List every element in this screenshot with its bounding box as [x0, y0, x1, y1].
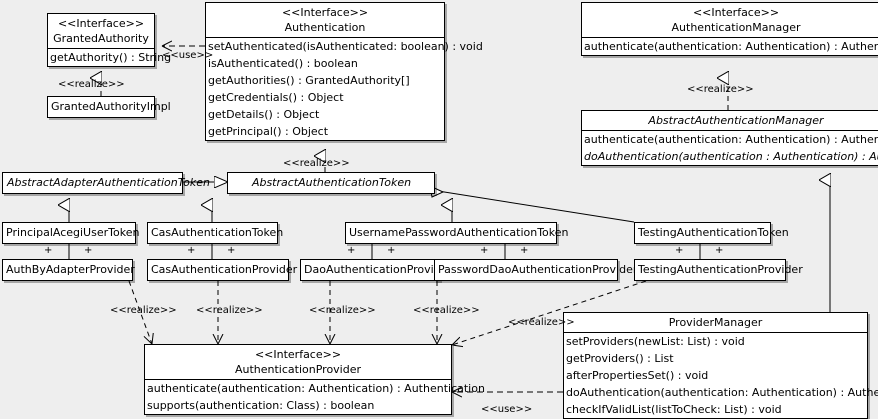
- operation-row: supports(authentication: Class) : boolea…: [147, 399, 375, 412]
- class-box-provider-manager[interactable]: ProviderManager setProviders(newList: Li…: [563, 312, 878, 419]
- compartment-divider: [582, 37, 878, 38]
- edge-label-realize-testing: <<realize>>: [508, 317, 575, 328]
- compartment-divider: [582, 130, 878, 131]
- class-box-principal-acegi-user-token[interactable]: PrincipalAcegiUserToken: [2, 222, 140, 244]
- operations-compartment-authentication: setAuthenticated(isAuthenticated: boolea…: [206, 38, 483, 140]
- multiplicity-plus: +: [715, 245, 724, 256]
- class-header-authentication: <<Interface>> Authentication: [206, 3, 444, 37]
- class-box-authentication-provider[interactable]: <<Interface>> AuthenticationProvider aut…: [144, 344, 485, 415]
- class-box-abstract-adapter-authentication-token[interactable]: AbstractAdapterAuthenticationToken: [2, 172, 210, 194]
- class-box-abstract-authentication-manager[interactable]: AbstractAuthenticationManager authentica…: [581, 110, 878, 166]
- stereotype-label: <<Interface>>: [692, 6, 780, 19]
- class-name-label: PrincipalAcegiUserToken: [6, 226, 140, 239]
- multiplicity-plus: +: [520, 245, 529, 256]
- class-header-granted-authority: <<Interface>> GrantedAuthority: [48, 14, 154, 48]
- class-box-authentication-manager[interactable]: <<Interface>> AuthenticationManager auth…: [581, 2, 878, 56]
- stereotype-label: <<Interface>>: [254, 348, 342, 361]
- class-name-label: PasswordDaoAuthenticationProvider: [438, 263, 638, 276]
- class-box-authentication[interactable]: <<Interface>> Authentication setAuthenti…: [205, 2, 483, 141]
- class-name-label: CasAuthenticationToken: [151, 226, 284, 239]
- class-box-auth-by-adapter-provider[interactable]: AuthByAdapterProvider: [2, 259, 135, 281]
- operation-row: getProviders() : List: [566, 352, 674, 365]
- edge-label-realize-grantedauthorityimpl: <<realize>>: [58, 79, 125, 90]
- operation-row: authenticate(authentication: Authenticat…: [147, 382, 485, 395]
- operation-row-abstract: doAuthentication(authentication : Authen…: [584, 150, 878, 163]
- edge-label-use-providermanager-authenticationprovider: <<use>>: [481, 404, 533, 415]
- compartment-divider: [564, 332, 867, 333]
- class-header-abstract-authentication-manager: AbstractAuthenticationManager: [582, 111, 878, 130]
- class-box-testing-authentication-provider[interactable]: TestingAuthenticationProvider: [634, 259, 803, 281]
- multiplicity-plus: +: [347, 245, 356, 256]
- operation-row: getPrincipal() : Object: [208, 125, 329, 138]
- class-box-password-dao-authentication-provider[interactable]: PasswordDaoAuthenticationProvider: [434, 259, 638, 281]
- multiplicity-plus: +: [675, 245, 684, 256]
- multiplicity-plus: +: [187, 245, 196, 256]
- class-header-provider-manager: ProviderManager: [564, 313, 867, 332]
- operation-row: getAuthorities() : GrantedAuthority[]: [208, 74, 410, 87]
- multiplicity-plus: +: [480, 245, 489, 256]
- edge-label-realize-dao: <<realize>>: [309, 305, 376, 316]
- compartment-divider: [206, 37, 444, 38]
- class-name-label: Authentication: [284, 21, 366, 34]
- operation-row: afterPropertiesSet() : void: [566, 369, 709, 382]
- operation-row: setProviders(newList: List) : void: [566, 335, 745, 348]
- class-name-label: GrantedAuthorityImpl: [51, 100, 171, 113]
- multiplicity-plus: +: [387, 245, 396, 256]
- stereotype-label: <<Interface>>: [57, 17, 145, 30]
- class-name-label: DaoAuthenticationProvider: [304, 263, 452, 276]
- class-box-granted-authority[interactable]: <<Interface>> GrantedAuthority getAuthor…: [47, 13, 172, 67]
- class-name-label: AuthByAdapterProvider: [6, 263, 135, 276]
- stereotype-label: <<Interface>>: [281, 6, 369, 19]
- edge-label-use-authentication-grantedauthority: <<use>>: [162, 50, 214, 61]
- operations-compartment-provider-manager: setProviders(newList: List) : void getPr…: [564, 333, 878, 418]
- operation-row: getDetails() : Object: [208, 108, 320, 121]
- class-name-label: UsernamePasswordAuthenticationToken: [349, 226, 569, 239]
- class-box-username-password-authentication-token[interactable]: UsernamePasswordAuthenticationToken: [345, 222, 569, 244]
- class-header-authentication-provider: <<Interface>> AuthenticationProvider: [145, 345, 451, 379]
- class-name-label: AbstractAuthenticationManager: [648, 114, 824, 127]
- class-name-label: TestingAuthenticationProvider: [638, 263, 803, 276]
- class-box-cas-authentication-provider[interactable]: CasAuthenticationProvider: [147, 259, 298, 281]
- operation-row: authenticate(authentication: Authenticat…: [584, 133, 878, 146]
- multiplicity-plus: +: [84, 245, 93, 256]
- operation-row: getAuthority() : String: [50, 51, 172, 64]
- class-header-authentication-manager: <<Interface>> AuthenticationManager: [582, 3, 878, 37]
- edge-label-realize-authbyadapter: <<realize>>: [110, 305, 177, 316]
- edge-label-realize-passworddao: <<realize>>: [413, 305, 480, 316]
- operation-row: authenticate(authentication: Authenticat…: [584, 40, 878, 53]
- operation-row: setAuthenticated(isAuthenticated: boolea…: [208, 40, 483, 53]
- operations-compartment-granted-authority: getAuthority() : String: [48, 49, 172, 66]
- operation-row: getCredentials() : Object: [208, 91, 344, 104]
- class-name-label: ProviderManager: [668, 316, 763, 329]
- operations-compartment-authentication-manager: authenticate(authentication: Authenticat…: [582, 38, 878, 55]
- compartment-divider: [145, 379, 451, 380]
- class-name-label: AbstractAuthenticationToken: [251, 176, 412, 189]
- edge-label-realize-abstractauthenticationtoken: <<realize>>: [283, 158, 350, 169]
- operation-row: doAuthentication(authentication: Authent…: [566, 386, 878, 399]
- edge-label-realize-abstractauthenticationmanager: <<realize>>: [687, 84, 754, 95]
- class-box-granted-authority-impl[interactable]: GrantedAuthorityImpl: [47, 96, 171, 118]
- class-name-label: TestingAuthenticationToken: [638, 226, 789, 239]
- class-box-cas-authentication-token[interactable]: CasAuthenticationToken: [147, 222, 284, 244]
- multiplicity-plus: +: [227, 245, 236, 256]
- operations-compartment-authentication-provider: authenticate(authentication: Authenticat…: [145, 380, 485, 414]
- class-box-abstract-authentication-token[interactable]: AbstractAuthenticationToken: [227, 172, 435, 194]
- class-name-label: GrantedAuthority: [53, 32, 149, 45]
- class-name-label: AuthenticationManager: [671, 21, 801, 34]
- operation-row: checkIfValidList(listToCheck: List) : vo…: [566, 403, 782, 416]
- edge-label-realize-cas: <<realize>>: [196, 305, 263, 316]
- class-box-testing-authentication-token[interactable]: TestingAuthenticationToken: [634, 222, 789, 244]
- operation-row: isAuthenticated() : boolean: [208, 57, 358, 70]
- class-name-label: AuthenticationProvider: [234, 363, 362, 376]
- compartment-divider: [48, 48, 154, 49]
- class-name-label: CasAuthenticationProvider: [151, 263, 298, 276]
- operations-compartment-abstract-authentication-manager: authenticate(authentication: Authenticat…: [582, 131, 878, 165]
- class-box-dao-authentication-provider[interactable]: DaoAuthenticationProvider: [300, 259, 452, 281]
- class-name-label: AbstractAdapterAuthenticationToken: [7, 176, 210, 189]
- multiplicity-plus: +: [44, 245, 53, 256]
